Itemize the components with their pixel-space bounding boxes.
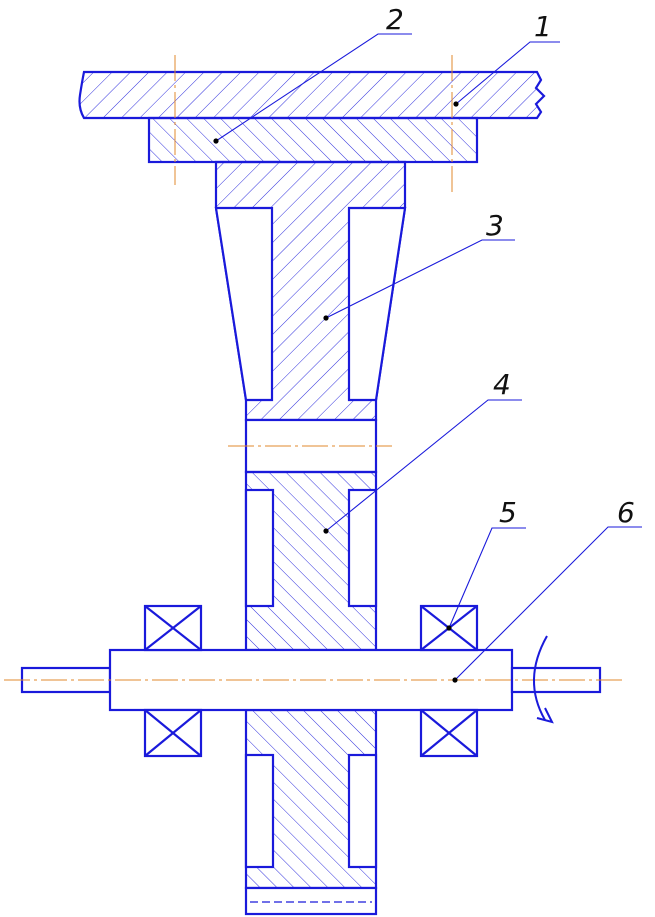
callout-2: 2 <box>386 3 404 36</box>
part-4-wheel <box>244 470 378 652</box>
part-2-flange <box>147 116 479 164</box>
part-4-wheel-lower <box>244 708 378 916</box>
callout-5: 5 <box>499 496 517 529</box>
callout-3: 3 <box>486 209 504 242</box>
callout-leaders <box>213 33 642 683</box>
bearing-top-right <box>419 604 479 652</box>
bearing-bottom-left <box>143 708 203 758</box>
callout-1: 1 <box>534 10 552 43</box>
part-3-bracket <box>214 160 407 422</box>
bearing-top-left <box>143 604 203 652</box>
part-1-frame-plate <box>78 70 546 120</box>
rotation-arrow-icon <box>533 635 554 724</box>
part-5-bearings <box>143 604 479 758</box>
callout-4: 4 <box>493 368 511 401</box>
bearing-bottom-right <box>419 708 479 758</box>
callout-6: 6 <box>617 496 635 529</box>
